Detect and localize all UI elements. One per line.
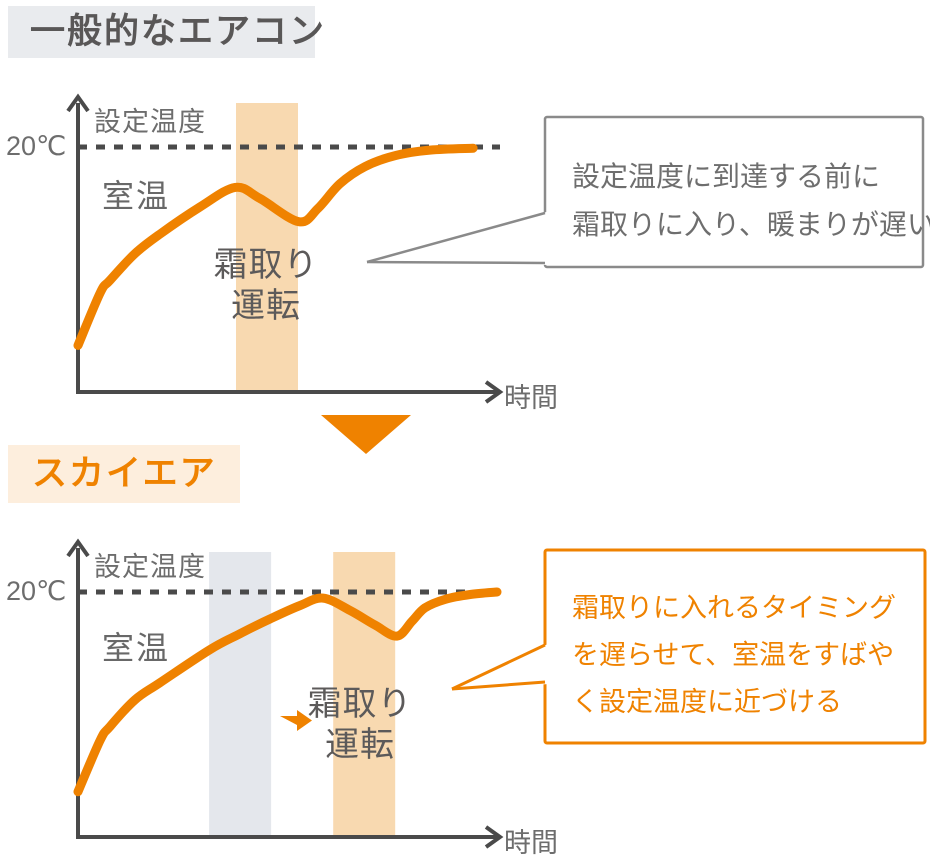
callout-box (543, 115, 925, 269)
x-axis-arrowhead-icon (484, 825, 504, 849)
y-axis-top-label: 設定温度 (94, 552, 206, 582)
room-temp-label: 室温 (102, 630, 171, 666)
callout-line: 霜取りに入れるタイミング (572, 593, 896, 623)
callout-tail-edge (366, 260, 546, 265)
callout-text-general: 設定温度に到達する前に 霜取りに入り、暖まりが遅い (572, 153, 930, 249)
delayed-defrost-arrow-icon (280, 710, 312, 731)
y-axis-arrowhead-icon (66, 93, 90, 113)
defrost-band (333, 552, 396, 837)
room-temp-curve (73, 143, 478, 350)
defrost-band-label-line1: 霜取り (307, 685, 413, 723)
callout-line: 設定温度に到達する前に (572, 161, 881, 192)
down-arrow-icon (321, 415, 411, 454)
defrost-band-label: 霜取り 運転 (196, 245, 336, 327)
room-temp-label: 室温 (102, 178, 171, 214)
defrost-band (209, 552, 272, 837)
y-tick-20c: 20℃ (6, 131, 67, 161)
y-axis-arrowhead-icon (66, 538, 90, 558)
section-title-general: 一般的なエアコン (8, 6, 324, 58)
y-axis-top-label: 設定温度 (94, 107, 206, 137)
callout-tail-edge (451, 680, 546, 691)
defrost-band-label-line1: 霜取り (213, 246, 319, 284)
room-temp-curve (73, 587, 502, 797)
x-axis-label-time: 時間 (504, 383, 558, 413)
x-axis-label-time: 時間 (504, 828, 558, 858)
callout-tail-edge (366, 211, 546, 264)
section-title-skyair: スカイエア (8, 445, 240, 503)
x-axis-arrowhead-icon (484, 380, 504, 404)
callout-line: 霜取りに入り、暖まりが遅い (572, 209, 930, 240)
callout-text-skyair: 霜取りに入れるタイミング を遅らせて、室温をすばや く設定温度に近づける (572, 585, 896, 726)
defrost-band-label-line2: 運転 (325, 726, 395, 764)
defrost-band-label-line2: 運転 (231, 287, 301, 325)
defrost-band (236, 103, 298, 392)
y-tick-20c: 20℃ (6, 576, 67, 606)
callout-line: を遅らせて、室温をすばや (572, 640, 895, 670)
callout-tail-edge (451, 643, 546, 691)
defrost-band-label: 霜取り 運転 (290, 684, 430, 766)
callout-line: く設定温度に近づける (572, 687, 842, 717)
